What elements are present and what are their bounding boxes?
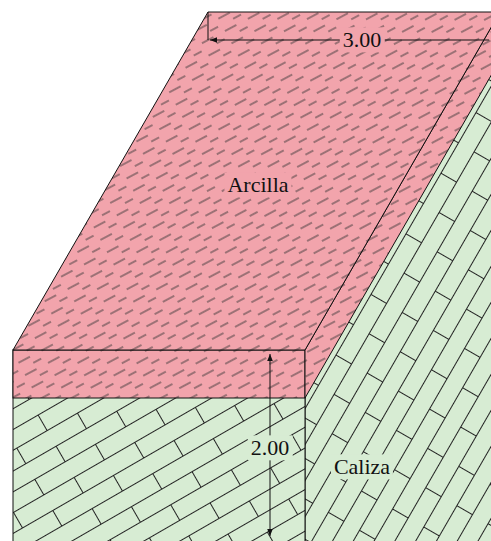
clay-layer: Arcilla (224, 172, 291, 197)
dimension-text: 2.00 (248, 435, 293, 460)
clay-top (13, 12, 491, 350)
clay-band-front-hatch (13, 350, 305, 398)
clay-band-front (13, 350, 305, 398)
clay-top-hatch (13, 12, 491, 350)
limestone-front (13, 350, 305, 541)
layer-name: Arcilla (224, 172, 291, 197)
dimension-tick (208, 12, 209, 40)
dimension-text: 3.00 (340, 27, 385, 52)
limestone-layer: Caliza (331, 454, 393, 479)
layer-name: Caliza (331, 454, 393, 479)
